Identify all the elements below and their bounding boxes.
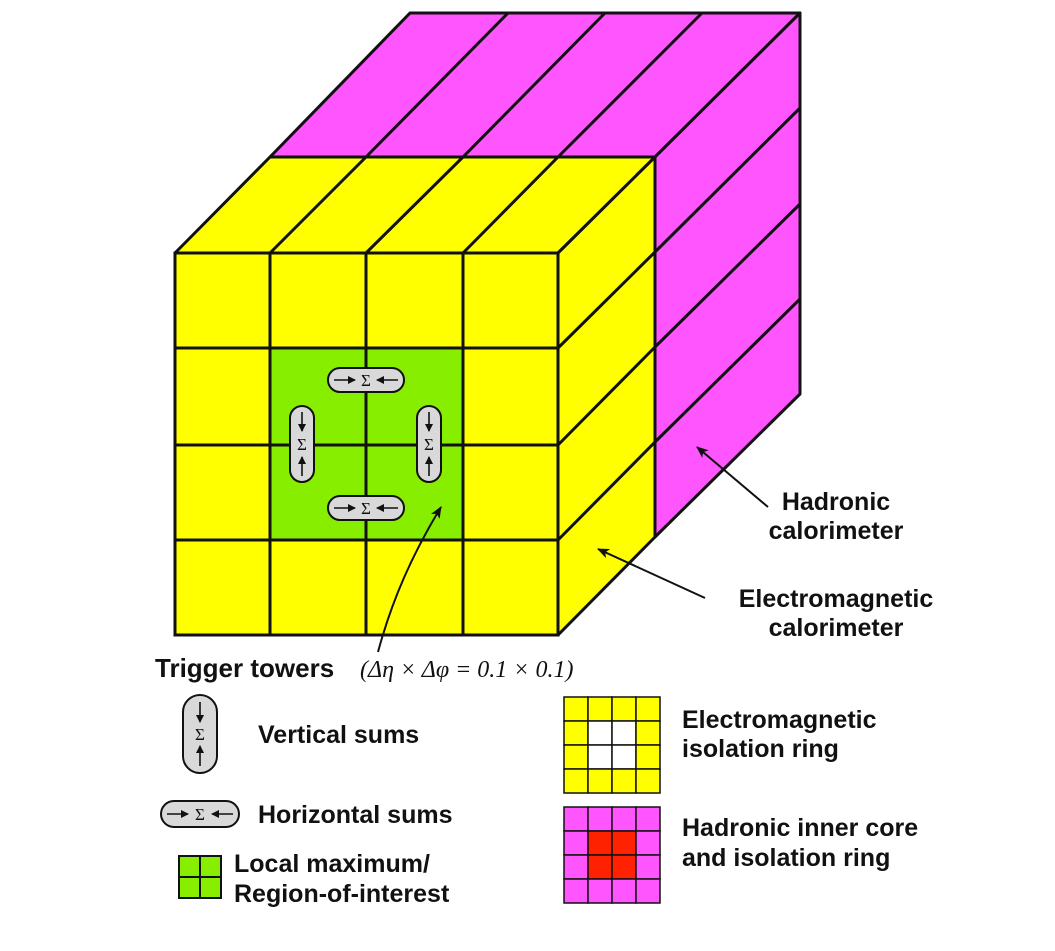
vertical-sum-left: Σ [289,405,315,483]
hadronic-label-line2: calorimeter [769,517,904,545]
legend-vertical-sum-icon: Σ [182,694,218,774]
sum-symbol: Σ [361,499,371,518]
hadronic-callout-arrow [696,446,769,508]
legend-grid-cell [587,806,613,832]
sum-symbol: Σ [297,435,307,454]
legend-local-max-line2: Region-of-interest [234,880,450,908]
hadronic-label-line1: Hadronic [782,488,890,516]
legend-grid-cell [587,696,613,722]
legend-grid-cell [635,878,661,904]
legend-grid-cell [587,830,613,856]
legend-horizontal-sum-icon: Σ [160,800,240,828]
legend-grid-cell [563,830,589,856]
em-label-line1: Electromagnetic [739,585,934,613]
legend-em-isolation-ring-icon [563,696,661,794]
legend-grid-cell [563,720,589,746]
legend-local-max-line1: Local maximum/ [234,850,430,878]
legend-em-ring-line2: isolation ring [682,735,839,763]
legend-grid-cell [635,768,661,794]
sum-symbol: Σ [195,725,205,744]
em-label-line2: calorimeter [769,614,904,642]
legend-hadronic-core-ring-icon [563,806,661,904]
sum-symbol: Σ [361,371,371,390]
sum-symbol: Σ [424,435,434,454]
sum-symbol: Σ [195,805,205,824]
legend-local-maximum-icon [178,855,222,899]
legend-grid-cell [563,744,589,770]
callout-arrows [377,446,769,653]
legend-grid-cell [563,854,589,880]
horizontal-sum-bottom: Σ [327,495,405,521]
vertical-sum-right: Σ [416,405,442,483]
legend-grid-cell [635,720,661,746]
legend-had-ring-line1: Hadronic inner core [682,814,918,842]
legend-grid-cell [563,878,589,904]
legend-grid-cell [587,720,613,746]
legend-grid-cell [635,696,661,722]
em-top-grid [268,155,560,255]
legend-grid-cell [635,806,661,832]
legend-grid-cell [587,768,613,794]
legend-grid-cell [611,830,637,856]
legend-grid-cell [587,744,613,770]
legend-vertical-sums-label: Vertical sums [258,721,419,749]
legend: Σ Vertical sums Σ Horizontal sums Local … [160,694,918,908]
trigger-tower-callout-arrow [377,506,442,653]
legend-grid-cell [563,768,589,794]
calorimeter-cube: Σ Σ Σ Σ [173,11,802,637]
legend-grid-cell [587,878,613,904]
legend-grid-cell [635,854,661,880]
legend-grid-cell [563,696,589,722]
em-callout-arrow [597,548,706,599]
legend-grid-cell [611,854,637,880]
legend-horizontal-sums-label: Horizontal sums [258,801,452,829]
legend-grid-cell [563,806,589,832]
horizontal-sum-top: Σ [327,367,405,393]
front-face-grid [175,253,558,635]
legend-grid-cell [635,830,661,856]
legend-grid-cell [611,768,637,794]
legend-grid-cell [611,806,637,832]
legend-grid-cell [635,744,661,770]
legend-grid-cell [611,744,637,770]
legend-grid-cell [611,878,637,904]
legend-grid-cell [587,854,613,880]
legend-grid-cell [611,720,637,746]
trigger-towers-label: Trigger towers [155,653,334,683]
hadronic-side-grid [653,106,802,444]
em-side-grid [556,250,657,542]
trigger-towers-formula: (Δη × Δφ = 0.1 × 0.1) [360,657,574,683]
legend-grid-cell [611,696,637,722]
legend-had-ring-line2: and isolation ring [682,844,890,872]
hadronic-top-grid [364,11,704,159]
legend-em-ring-line1: Electromagnetic [682,706,877,734]
